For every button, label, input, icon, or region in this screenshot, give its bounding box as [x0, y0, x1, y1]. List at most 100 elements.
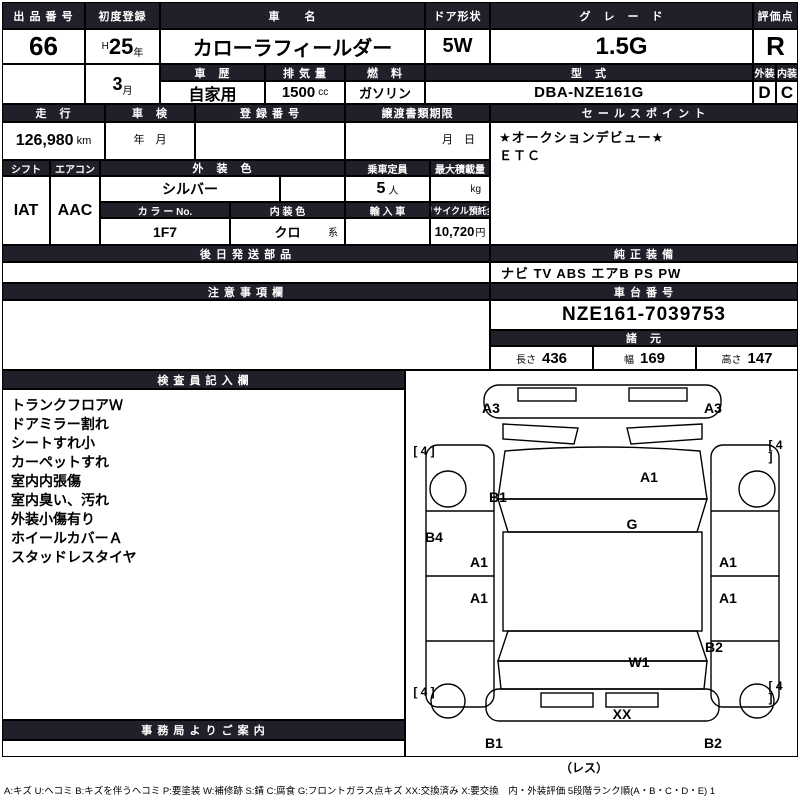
exterior-grade-header: 外装: [753, 64, 776, 81]
hood-shape: [497, 446, 708, 500]
inspector-note: ドアミラー割れ: [11, 416, 109, 432]
inspection-expiry: 年 月: [105, 122, 195, 160]
damage-code: B2: [704, 735, 722, 751]
caution-header: 注 意 事 項 欄: [2, 283, 490, 300]
damage-code: B1: [489, 489, 507, 505]
front-plate-shape: [628, 387, 688, 402]
damage-code: A1: [719, 554, 737, 570]
first-registration-header: 初度登録: [85, 2, 160, 29]
month-unit: 月: [122, 86, 133, 97]
inspector-note: ホイールカバーＡ: [11, 530, 123, 546]
registration-number: [195, 122, 345, 160]
spec-length: 長さ 436: [490, 346, 593, 370]
later-parts-header: 後 日 発 送 部 品: [2, 245, 490, 262]
year-unit: 年: [133, 48, 144, 59]
registration-number-header: 登 録 番 号: [195, 104, 345, 122]
recycle-unit: 円: [475, 228, 486, 239]
interior-color-header: 内 装 色: [230, 202, 345, 218]
import-header: 輸 入 車: [345, 202, 430, 218]
spec-length-value: 436: [541, 349, 568, 367]
car-name: カローラフィールダー: [160, 29, 425, 64]
inspector-notes-area: トランクフロアＷ ドアミラー割れ シートすれ小 カーペットすれ 室内内張傷 室内…: [2, 389, 405, 720]
fuel: ガソリン: [345, 81, 425, 104]
equipment: ナビ TV ABS エアB PS PW: [490, 262, 798, 283]
inspection-expiry-header: 車 検: [105, 104, 195, 122]
chassis-number: NZE161-7039753: [490, 300, 798, 330]
door-shape: 5W: [425, 29, 490, 64]
inspector-note: スタッドレスタイヤ: [11, 549, 137, 565]
capacity-unit: 人: [388, 185, 399, 197]
model-code-header: 型 式: [425, 64, 753, 81]
office-notice-area: [2, 740, 405, 757]
lot-number: 66: [2, 29, 85, 64]
car-diagram: A3 A3 [ 4 ] [ 4 ] B1 A1 B4 G A1 A1 A1 A1…: [405, 370, 798, 757]
wheel-front-right-icon: [738, 470, 776, 508]
spec-width-value: 169: [639, 349, 666, 367]
recycle-value: 10,720: [434, 224, 475, 239]
headlight-shape: [626, 423, 703, 445]
damage-code: A1: [470, 554, 488, 570]
transfer-deadline-header: 譲渡書類期限: [345, 104, 490, 122]
equipment-header: 純 正 装 備: [490, 245, 798, 262]
damage-code: A1: [640, 469, 658, 485]
history: 自家用: [160, 81, 265, 104]
inspector-note: カーペットすれ: [11, 454, 109, 470]
rear-bumper-shape: [485, 688, 720, 722]
inspector-notes-header: 検 査 員 記 入 欄: [2, 370, 405, 389]
inspector-note: 室内内張傷: [11, 473, 81, 489]
spec-height-value: 147: [747, 349, 773, 367]
later-parts: [2, 262, 490, 283]
damage-code: A1: [719, 590, 737, 606]
lot-number-header: 出 品 番 号: [2, 2, 85, 29]
history-header: 車 歴: [160, 64, 265, 81]
legend: A:キズ U:ヘコミ B:キズを伴うヘコミ P:要塗装 W:補修跡 S:錆 C:…: [4, 786, 716, 797]
inspector-note: 室内臭い、汚れ: [11, 492, 109, 508]
damage-code: B4: [425, 529, 443, 545]
color-no-header: カ ラ ー No.: [100, 202, 230, 218]
score: R: [753, 29, 798, 64]
score-header: 評価点: [753, 2, 798, 29]
lot-empty-cell: [2, 64, 85, 104]
displacement-header: 排 気 量: [265, 64, 345, 81]
rear-window-shape: [497, 630, 708, 662]
grade-header: グ レ ー ド: [490, 2, 753, 29]
exterior-color: シルバー: [100, 176, 280, 202]
damage-code: A3: [482, 400, 500, 416]
spec-length-label: 長さ: [515, 354, 536, 366]
spec-width: 幅 169: [593, 346, 696, 370]
damage-code: B2: [705, 639, 723, 655]
interior-grade-header: 内装: [776, 64, 798, 81]
transfer-deadline: 月 日: [345, 122, 490, 160]
res-note: （レス）: [560, 761, 609, 775]
damage-code: G: [626, 516, 638, 532]
max-load-header: 最大積載量: [430, 160, 490, 176]
rear-plate-shape: [605, 692, 659, 708]
interior-grade: C: [776, 81, 798, 104]
trunk-shape: [497, 660, 708, 690]
windshield-shape: [497, 498, 708, 533]
import: [345, 218, 430, 245]
tire-depth-code: [ 4 ]: [413, 444, 435, 458]
rear-plate-shape: [540, 692, 594, 708]
grade: 1.5G: [490, 29, 753, 64]
aircon-header: エアコン: [50, 160, 100, 176]
spec-width-label: 幅: [623, 354, 634, 366]
aircon: AAC: [50, 176, 100, 245]
damage-code: A3: [704, 400, 722, 416]
inspector-note: シートすれ小: [11, 435, 95, 451]
tire-depth-code: [ 4 ]: [768, 679, 783, 705]
sales-point-line: ★オークションデビュー★: [499, 130, 665, 145]
car-name-header: 車 名: [160, 2, 425, 29]
sales-point-line: ＥＴＣ: [499, 148, 542, 163]
era-prefix: H: [101, 41, 109, 52]
mileage-unit: km: [76, 135, 92, 147]
damage-code: B1: [485, 735, 503, 751]
chassis-number-header: 車 台 番 号: [490, 283, 798, 300]
sales-point-header: セ ー ル ス ポ イ ン ト: [490, 104, 798, 122]
